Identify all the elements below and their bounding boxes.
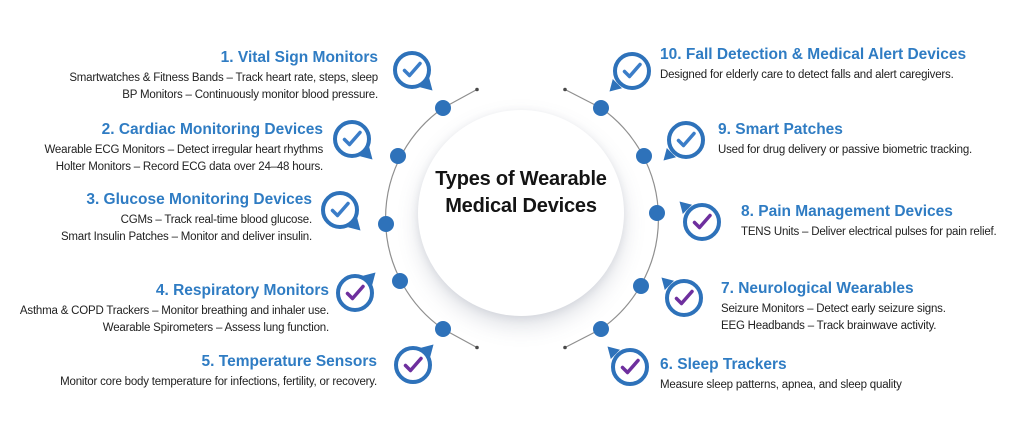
center-circle: Types of Wearable Medical Devices <box>418 110 624 316</box>
item-description: Asthma & COPD Trackers – Monitor breathi… <box>19 305 329 317</box>
check-pin-icon-8 <box>679 201 721 241</box>
ring-end-dot <box>563 345 567 350</box>
check-pin-icon-4 <box>336 272 376 312</box>
item-description: Measure sleep patterns, apnea, and sleep… <box>660 379 902 391</box>
check-pin-icon-2 <box>333 120 373 160</box>
item-description: Monitor core body temperature for infect… <box>60 376 377 388</box>
orbit-dot <box>435 321 451 337</box>
orbit-dot <box>593 100 609 116</box>
item-title: 9. Smart Patches <box>718 121 843 138</box>
orbit-dot <box>378 216 394 232</box>
check-pin-icon-5 <box>394 344 434 384</box>
check-pin-icon-6 <box>607 346 649 386</box>
item-description: Wearable Spirometers – Assess lung funct… <box>102 322 329 334</box>
item-10-fall-detection-medical-alert-devices: 10. Fall Detection & Medical Alert Devic… <box>660 46 966 84</box>
item-5-temperature-sensors: 5. Temperature Sensors Monitor core body… <box>60 353 377 391</box>
orbit-dot <box>392 273 408 289</box>
item-7-neurological-wearables: 7. Neurological Wearables Seizure Monito… <box>721 280 946 335</box>
item-description: Designed for elderly care to detect fall… <box>660 69 954 81</box>
center-title-line1: Types of Wearable <box>435 168 607 190</box>
orbit-dot <box>390 148 406 164</box>
item-title: 7. Neurological Wearables <box>721 280 914 297</box>
item-title: 10. Fall Detection & Medical Alert Devic… <box>660 46 967 63</box>
check-pin-icon-3 <box>321 191 361 231</box>
item-description: EEG Headbands – Track brainwave activity… <box>721 320 937 332</box>
item-description: Smart Insulin Patches – Monitor and deli… <box>60 231 312 243</box>
item-description: BP Monitors – Continuously monitor blood… <box>122 89 378 101</box>
item-title: 5. Temperature Sensors <box>201 353 377 370</box>
item-description: Wearable ECG Monitors – Detect irregular… <box>44 144 323 156</box>
ring-end-line <box>565 328 602 348</box>
ring-end-dot <box>563 87 567 92</box>
item-9-smart-patches: 9. Smart Patches Used for drug delivery … <box>718 121 972 159</box>
center-title-line2: Medical Devices <box>445 195 597 217</box>
item-title: 6. Sleep Trackers <box>660 356 787 373</box>
orbit-dot <box>633 278 649 294</box>
ring-end-line <box>442 328 477 348</box>
check-pin-icon-10 <box>609 52 651 92</box>
item-description: TENS Units – Deliver electrical pulses f… <box>741 226 997 238</box>
item-description: Seizure Monitors – Detect early seizure … <box>721 303 946 315</box>
ring-end-dot <box>475 87 479 92</box>
item-description: Holter Monitors – Record ECG data over 2… <box>55 161 323 173</box>
item-1-vital-sign-monitors: 1. Vital Sign Monitors Smartwatches & Fi… <box>69 49 378 104</box>
orbit-dot <box>636 148 652 164</box>
check-pin-icon-7 <box>661 277 703 317</box>
item-3-glucose-monitoring-devices: 3. Glucose Monitoring Devices CGMs – Tra… <box>61 191 312 246</box>
check-pin-icon-1 <box>393 51 433 91</box>
item-description: Used for drug delivery or passive biomet… <box>718 144 973 156</box>
item-title: 3. Glucose Monitoring Devices <box>86 191 312 208</box>
item-4-respiratory-monitors: 4. Respiratory Monitors Asthma & COPD Tr… <box>20 282 329 337</box>
ring-end-line <box>565 89 602 109</box>
orbit-dot <box>649 205 665 221</box>
ring-end-line <box>442 89 477 109</box>
item-title: 2. Cardiac Monitoring Devices <box>101 121 323 138</box>
ring-end-dot <box>475 345 479 350</box>
orbit-dot <box>435 100 451 116</box>
item-title: 4. Respiratory Monitors <box>155 282 329 299</box>
item-6-sleep-trackers: 6. Sleep Trackers Measure sleep patterns… <box>660 356 902 394</box>
item-8-pain-management-devices: 8. Pain Management Devices TENS Units – … <box>741 203 997 241</box>
item-2-cardiac-monitoring-devices: 2. Cardiac Monitoring Devices Wearable E… <box>44 121 323 176</box>
orbit-dot <box>593 321 609 337</box>
item-description: CGMs – Track real-time blood glucose. <box>120 214 313 226</box>
item-description: Smartwatches & Fitness Bands – Track hea… <box>69 72 378 84</box>
item-title: 8. Pain Management Devices <box>741 203 953 220</box>
item-title: 1. Vital Sign Monitors <box>220 49 378 66</box>
check-pin-icon-9 <box>663 121 705 161</box>
center-title: Types of Wearable Medical Devices <box>418 166 624 220</box>
